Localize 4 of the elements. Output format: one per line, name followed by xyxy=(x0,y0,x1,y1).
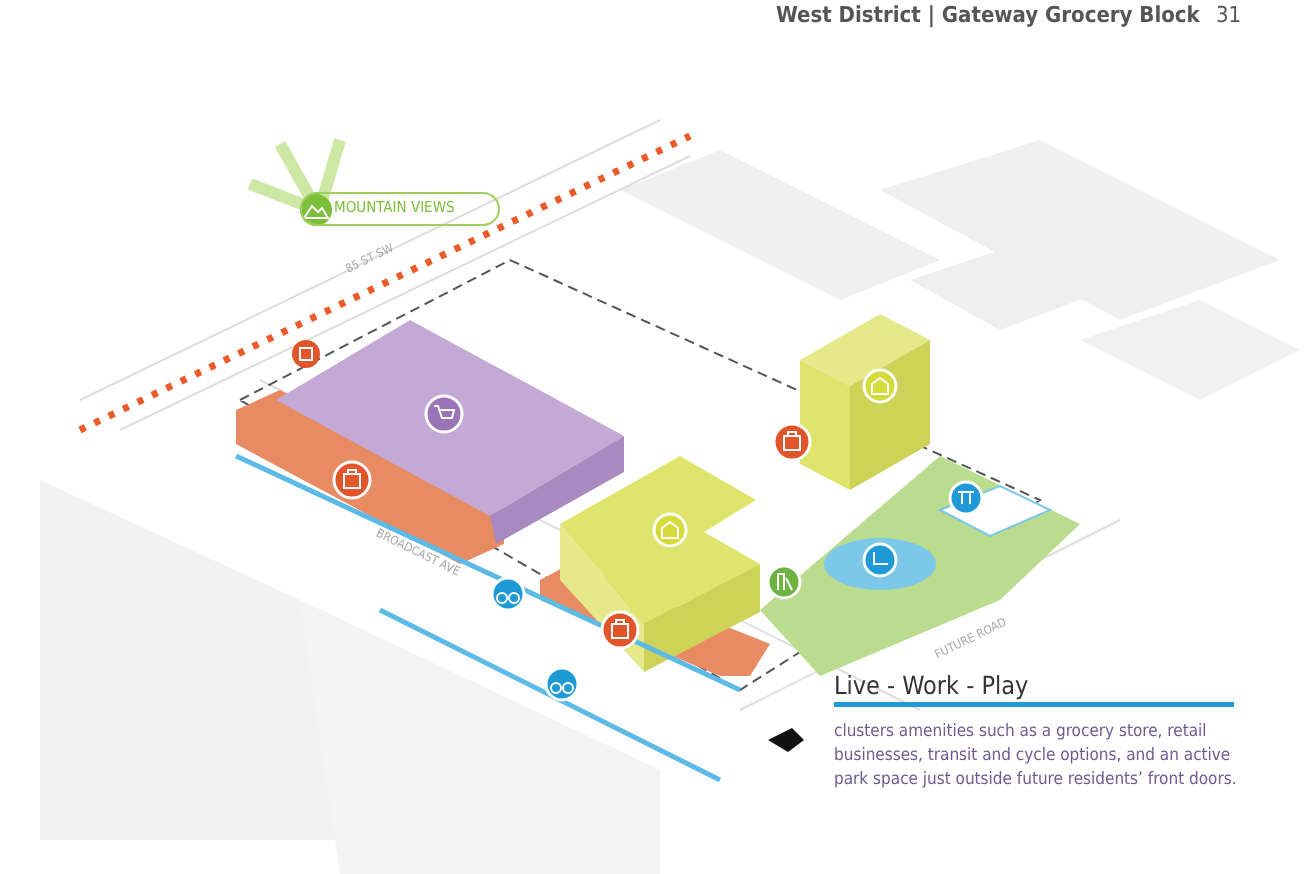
page-number: 31 xyxy=(1216,2,1242,28)
page-header: West District | Gateway Grocery Block xyxy=(776,2,1200,28)
section-heading: Live - Work - Play xyxy=(834,670,1029,700)
description-paragraph: clusters amenities such as a grocery store, retail businesses, transit and cycle options, and an active park space just outside future residents’ front doors. xyxy=(834,720,1239,792)
